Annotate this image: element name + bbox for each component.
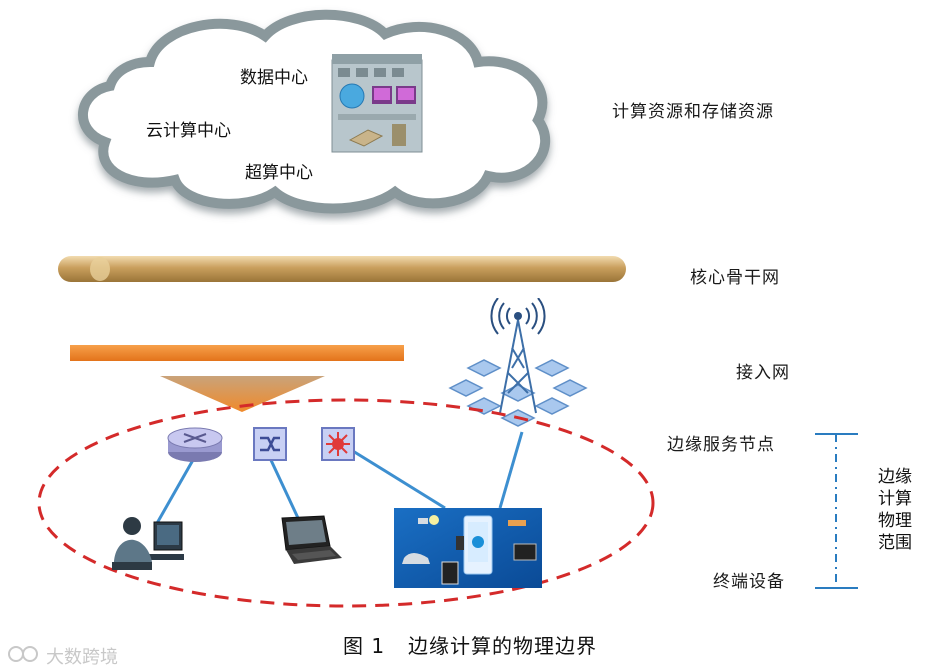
user-at-computer-icon xyxy=(112,517,184,570)
router-icon xyxy=(167,427,223,462)
access-network-label: 接入网 xyxy=(736,363,790,383)
edge-service-node-label: 边缘服务节点 xyxy=(667,435,775,455)
edge-physical-range-label: 边缘计算物理范围 xyxy=(878,467,912,553)
terminal-device-label: 终端设备 xyxy=(713,572,785,592)
data-center-label: 数据中心 xyxy=(240,68,308,88)
supercomputing-center-label: 超算中心 xyxy=(245,163,313,183)
watermark-text: 大数跨境 xyxy=(46,647,118,668)
cloud-computing-center-label: 云计算中心 xyxy=(146,121,231,141)
watermark-logo-icon xyxy=(8,646,38,662)
smart-devices-panel-icon xyxy=(394,508,542,588)
switch-icon xyxy=(253,427,287,461)
cloud-shape xyxy=(77,9,551,214)
core-backbone-label: 核心骨干网 xyxy=(690,268,780,288)
core-backbone-pipe xyxy=(58,256,626,282)
firewall-icon xyxy=(321,427,355,461)
down-arrow-icon xyxy=(160,376,325,412)
figure-title: 边缘计算的物理边界 xyxy=(408,634,597,658)
compute-storage-label: 计算资源和存储资源 xyxy=(612,102,774,122)
laptop-icon xyxy=(281,515,342,564)
figure-number: 图 1 xyxy=(343,634,386,658)
server-building-icon xyxy=(331,54,423,153)
access-network-bar xyxy=(70,345,404,361)
